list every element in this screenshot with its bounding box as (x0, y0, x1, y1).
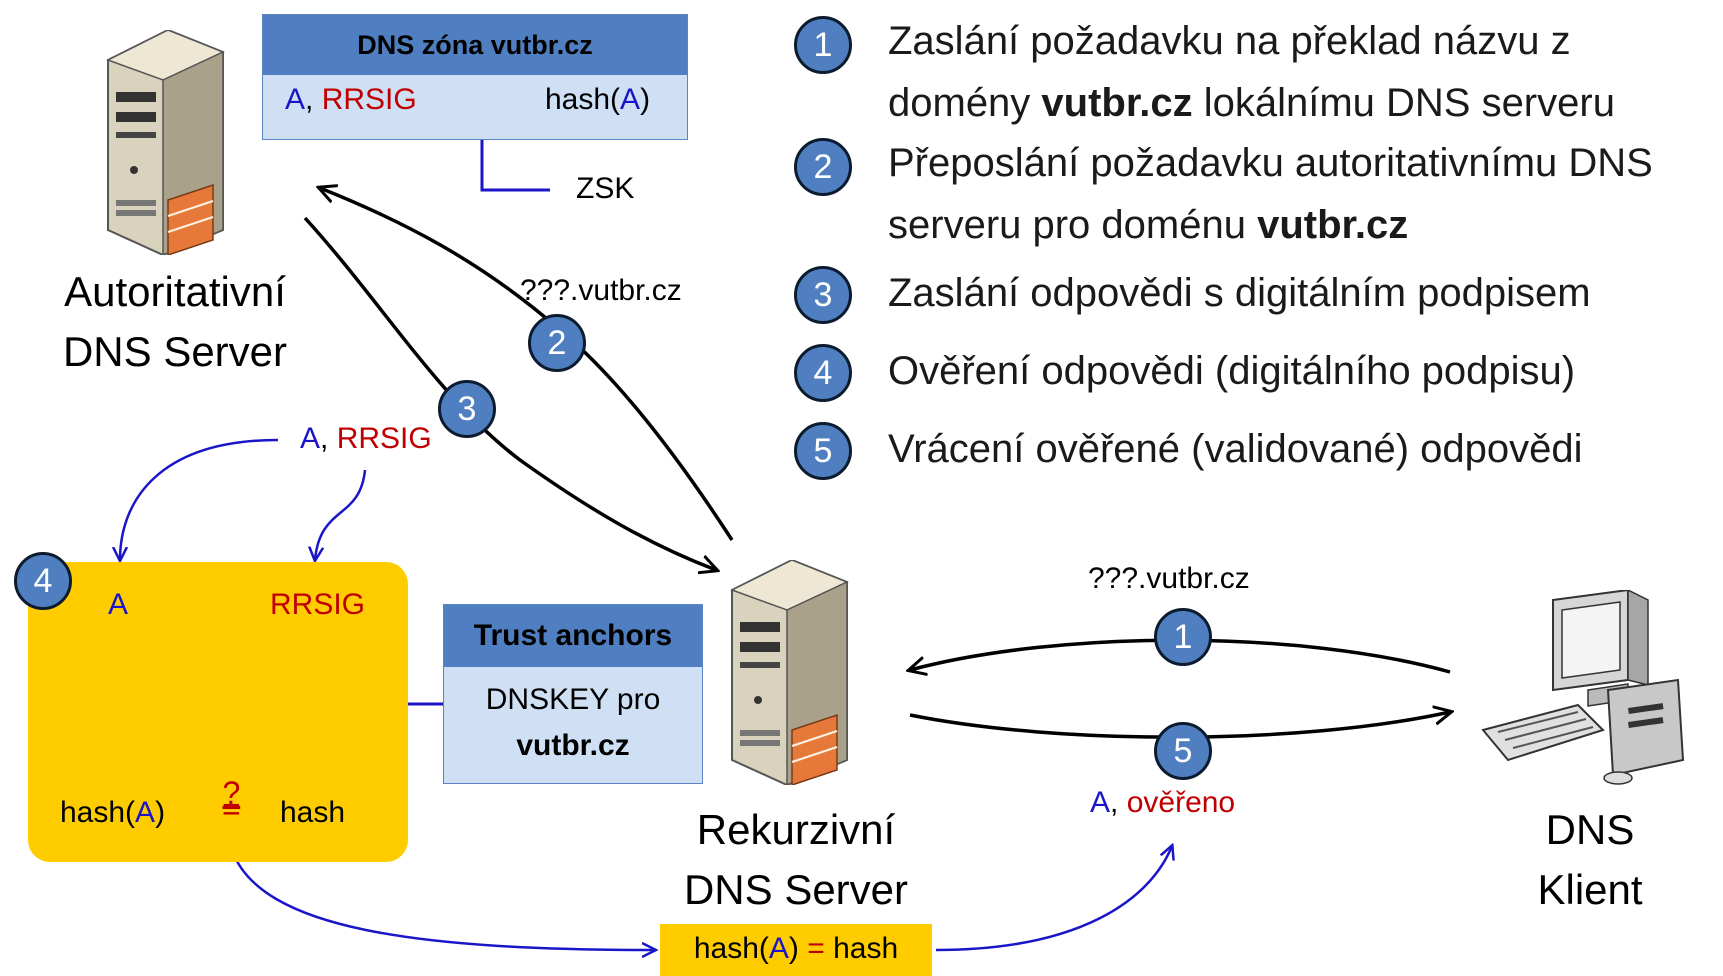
step-badge-5: 5 (1154, 722, 1212, 780)
server-icon (730, 560, 849, 785)
zone-record-rrsig: RRSIG (321, 83, 417, 116)
step-badge-1: 1 (1154, 608, 1212, 666)
query-label-bottom: ???.vutbr.cz (1088, 562, 1250, 595)
legend-item-3: Zaslání odpovědi s digitálním podpisem (888, 271, 1591, 315)
trust-anchor-line1: DNSKEY pro (485, 683, 661, 716)
zsk-arrow (475, 119, 550, 192)
curve-to-result (230, 849, 655, 950)
legend-badge-4: 4 (794, 344, 852, 402)
step-badge-2: 2 (528, 314, 586, 372)
dns-zone-title: DNS zóna vutbr.cz (263, 15, 687, 75)
authoritative-server-label: Autoritativní DNS Server (62, 268, 288, 375)
verify-hash: hash (280, 796, 346, 829)
zone-records: A, RRSIG (285, 83, 417, 116)
recursive-server-label: Rekurzivní DNS Server (683, 806, 909, 913)
step-badge-4: 4 (14, 552, 72, 610)
response-records: A, RRSIG (300, 422, 432, 455)
compare-symbol: ? = (222, 775, 241, 827)
verify-rrsig: RRSIG (270, 588, 366, 621)
verified-response: A, ověřeno (1090, 786, 1236, 819)
hash-comparison-result: hash(A) = hash (660, 924, 932, 976)
dns-client-label: DNS Klient (1537, 806, 1643, 913)
curve-to-rrsig (315, 469, 367, 560)
trust-anchor-line2: vutbr.cz (516, 729, 630, 762)
legend-badge-1: 1 (794, 16, 852, 74)
server-icon (106, 30, 225, 255)
arrow-step-2 (320, 188, 734, 541)
legend-item-2: Přeposlání požadavku autoritativnímu DNS… (888, 141, 1653, 247)
legend-item-4: Ověření odpovědi (digitálního podpisu) (888, 349, 1576, 393)
curve-to-verified (935, 846, 1172, 952)
desktop-computer-icon (1481, 590, 1685, 785)
legend-badge-3: 3 (794, 266, 852, 324)
zone-hash: hash(A) (545, 83, 651, 116)
zone-record-a: A (285, 83, 306, 116)
query-label-top: ???.vutbr.cz (520, 274, 682, 307)
legend-item-5: Vrácení ověřené (validované) odpovědi (888, 427, 1583, 471)
legend-badge-5: 5 (794, 422, 852, 480)
legend-badge-2: 2 (794, 138, 852, 196)
trust-anchors-title: Trust anchors (444, 605, 702, 667)
legend-item-1: Zaslání požadavku na překlad názvu z dom… (888, 19, 1615, 125)
curve-to-a (120, 438, 279, 560)
trust-anchors-box: Trust anchors DNSKEY pro vutbr.cz (443, 604, 703, 784)
step-badge-3: 3 (438, 380, 496, 438)
verification-box (28, 562, 408, 862)
dns-zone-box: DNS zóna vutbr.cz A, RRSIG hash(A) (262, 14, 688, 140)
zsk-label: ZSK (576, 172, 635, 205)
arrow-step-3 (303, 216, 716, 570)
verify-a: A (108, 588, 129, 621)
verify-hash-a: hash(A) (60, 796, 166, 829)
